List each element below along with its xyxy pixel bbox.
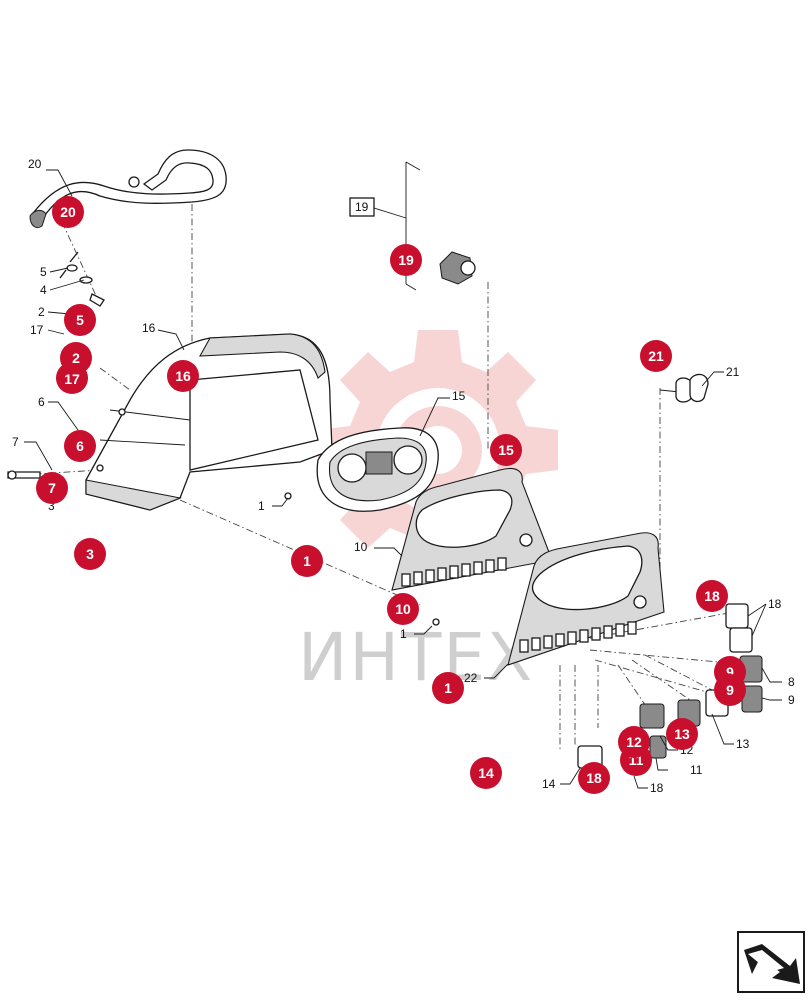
marker-2[interactable]: 2: [60, 342, 92, 374]
label-18-bottom: 18: [650, 781, 664, 795]
next-page-arrow-icon[interactable]: [737, 931, 805, 993]
svg-text:6: 6: [76, 438, 84, 454]
label-20: 20: [28, 157, 42, 171]
label-19: 19: [355, 200, 369, 214]
watermark-text: ИНТЕХ: [298, 619, 534, 696]
marker-7[interactable]: 7: [36, 472, 68, 504]
callout-labels: 20 5 4 2 17 16 6 7 3 1 15 10 1 19 21 18 …: [12, 157, 795, 795]
callout-markers: 20 17 5 2 16 6 7 3 1 10 1 19 15 21 18 9 …: [36, 196, 746, 794]
marker-15[interactable]: 15: [490, 434, 522, 466]
label-16: 16: [142, 321, 156, 335]
svg-text:18: 18: [586, 770, 602, 786]
label-1-lower: 1: [400, 627, 407, 641]
label-11: 11: [690, 763, 703, 777]
svg-text:9: 9: [726, 682, 734, 698]
label-14: 14: [542, 777, 556, 791]
svg-text:13: 13: [674, 726, 690, 742]
svg-text:3: 3: [86, 546, 94, 562]
label-2: 2: [38, 305, 45, 319]
label-9: 9: [788, 693, 795, 707]
label-5: 5: [40, 265, 47, 279]
console-shroud-part: [85, 333, 333, 511]
ignition-switch-part: [349, 161, 476, 291]
marker-21[interactable]: 21: [640, 340, 672, 372]
marker-3[interactable]: 3: [74, 538, 106, 570]
label-4: 4: [40, 283, 47, 297]
ignition-key-part: [659, 373, 709, 403]
hardware-parts: [7, 251, 105, 480]
rear-bezel-switch-slots: [519, 621, 637, 653]
svg-text:14: 14: [478, 765, 494, 781]
svg-text:19: 19: [398, 252, 414, 268]
label-8: 8: [788, 675, 795, 689]
svg-text:1: 1: [303, 553, 311, 569]
svg-text:18: 18: [704, 588, 720, 604]
marker-12[interactable]: 12: [618, 726, 650, 758]
marker-6[interactable]: 6: [64, 430, 96, 462]
label-21: 21: [726, 365, 740, 379]
label-3: 3: [48, 499, 55, 513]
marker-13[interactable]: 13: [666, 718, 698, 750]
svg-text:17: 17: [64, 371, 80, 387]
label-1-upper: 1: [258, 499, 265, 513]
marker-19[interactable]: 19: [390, 244, 422, 276]
marker-20[interactable]: 20: [52, 196, 84, 228]
label-10: 10: [354, 540, 368, 554]
svg-text:1: 1: [444, 680, 452, 696]
front-bezel-part: [391, 467, 553, 591]
marker-5[interactable]: 5: [64, 304, 96, 336]
label-17: 17: [30, 323, 44, 337]
marker-18-bottom[interactable]: 18: [578, 762, 610, 794]
label-7: 7: [12, 435, 19, 449]
marker-1-lower[interactable]: 1: [432, 672, 464, 704]
label-13: 13: [736, 737, 750, 751]
marker-10[interactable]: 10: [387, 593, 419, 625]
label-6: 6: [38, 395, 45, 409]
rear-bezel-part: [507, 532, 665, 666]
label-15: 15: [452, 389, 466, 403]
svg-text:2: 2: [72, 350, 80, 366]
grab-handle-part: [29, 149, 227, 229]
instrument-cluster-part: [284, 427, 440, 626]
bezel-switch-slots: [401, 557, 507, 587]
svg-text:9: 9: [726, 664, 734, 680]
marker-18-top[interactable]: 18: [696, 580, 728, 612]
marker-1-upper[interactable]: 1: [291, 545, 323, 577]
label-18-top: 18: [768, 597, 782, 611]
svg-text:7: 7: [48, 480, 56, 496]
leader-lines: [24, 169, 782, 789]
svg-text:10: 10: [395, 601, 411, 617]
marker-14[interactable]: 14: [470, 757, 502, 789]
svg-text:16: 16: [175, 368, 191, 384]
marker-16[interactable]: 16: [167, 360, 199, 392]
svg-text:12: 12: [626, 734, 642, 750]
svg-text:5: 5: [76, 312, 84, 328]
svg-text:20: 20: [60, 204, 76, 220]
svg-text:21: 21: [648, 348, 664, 364]
marker-9-lower[interactable]: 9: [714, 674, 746, 706]
svg-text:15: 15: [498, 442, 514, 458]
label-22: 22: [464, 671, 478, 685]
